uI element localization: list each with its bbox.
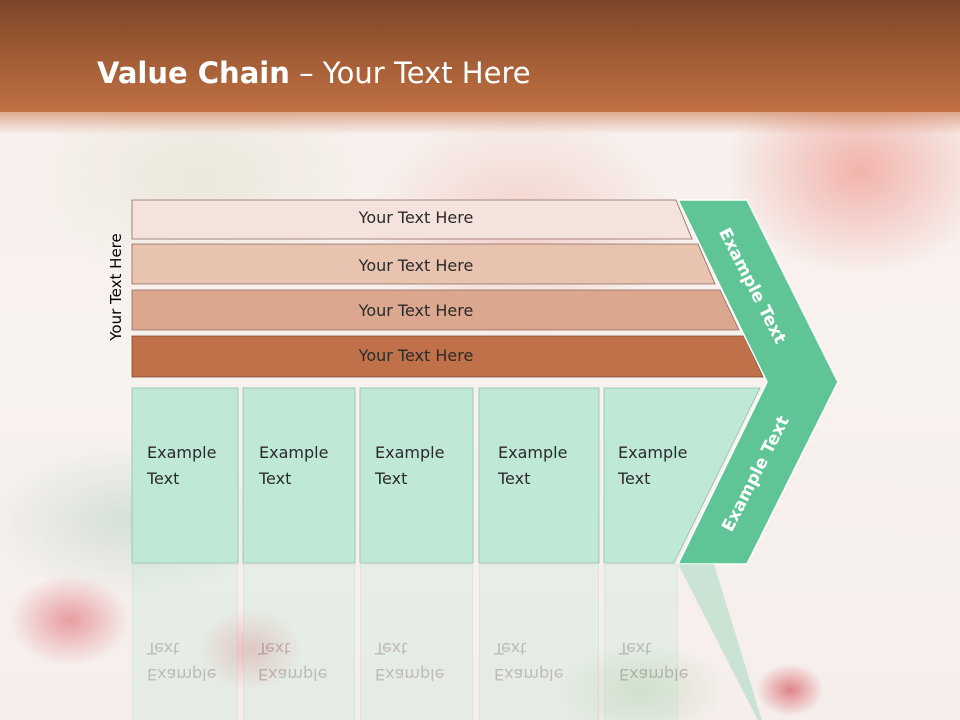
title-rest: – Your Text Here	[289, 56, 531, 90]
header-fade	[0, 112, 960, 134]
column-box-3[interactable]	[359, 387, 474, 564]
row-label-3: Your Text Here	[358, 301, 474, 320]
column-box-4[interactable]	[478, 387, 600, 564]
green-chevron[interactable]	[676, 199, 839, 565]
row-label-1: Your Text Here	[358, 208, 474, 227]
row-label-4: Your Text Here	[358, 346, 474, 365]
row-bar-3[interactable]	[131, 289, 740, 331]
column-box-2[interactable]	[242, 387, 356, 564]
slide-title: Value Chain – Your Text Here	[97, 56, 531, 90]
column-box-5[interactable]	[603, 387, 761, 564]
column-box-1[interactable]	[131, 387, 239, 564]
header-bar	[0, 0, 960, 112]
row-bar-4[interactable]	[131, 335, 764, 378]
row-bar-1[interactable]	[131, 199, 693, 240]
row-bar-2[interactable]	[131, 243, 716, 285]
row-label-2: Your Text Here	[358, 256, 474, 275]
title-bold: Value Chain	[97, 56, 290, 90]
